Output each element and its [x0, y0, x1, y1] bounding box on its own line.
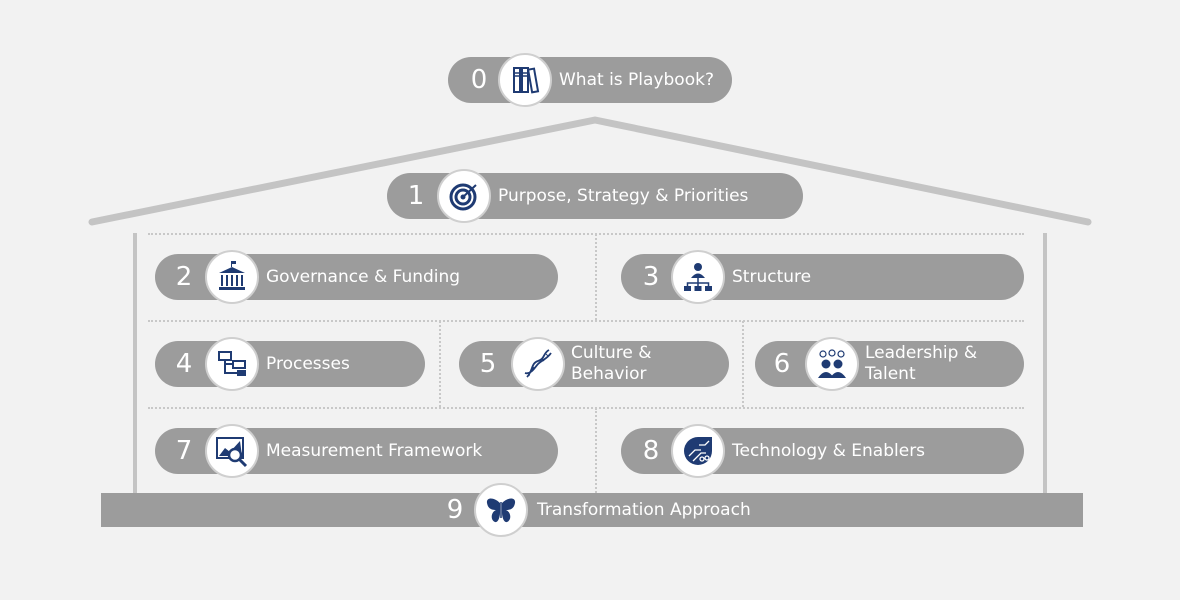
binders-icon — [498, 53, 552, 107]
people-icon — [805, 337, 859, 391]
item-number: 5 — [479, 349, 497, 379]
item-label: Transformation Approach — [537, 499, 751, 520]
item-number: 6 — [773, 349, 791, 379]
item-governance-funding[interactable]: 2 Governance & Funding — [155, 250, 558, 304]
divider — [439, 321, 441, 407]
item-purpose-strategy[interactable]: 1 Purpose, Strategy & Priorities — [387, 169, 803, 223]
left-wall — [133, 233, 137, 493]
item-number: 1 — [407, 181, 425, 211]
chart-magnifier-icon — [205, 424, 259, 478]
item-label: Leadership & Talent — [865, 343, 978, 384]
target-icon — [437, 169, 491, 223]
item-number: 9 — [446, 495, 464, 525]
item-structure[interactable]: 3 Structure — [621, 250, 1024, 304]
item-label: Measurement Framework — [266, 440, 483, 461]
right-wall — [1043, 233, 1047, 493]
item-processes[interactable]: 4 Processes — [155, 337, 425, 391]
item-leadership-talent[interactable]: 6 Leadership & Talent — [755, 337, 1024, 391]
divider — [148, 320, 1024, 322]
item-what-is-playbook[interactable]: 0 What is Playbook? — [448, 53, 732, 107]
process-flow-icon — [205, 337, 259, 391]
divider — [148, 407, 1024, 409]
item-label: Purpose, Strategy & Priorities — [498, 185, 749, 206]
item-label: Culture & Behavior — [571, 343, 652, 384]
item-label: Governance & Funding — [266, 266, 461, 287]
butterfly-icon — [474, 483, 528, 537]
divider — [595, 234, 597, 320]
item-label: Structure — [732, 266, 812, 287]
divider — [148, 233, 1024, 235]
circuit-icon — [671, 424, 725, 478]
divider — [595, 408, 597, 493]
item-number: 4 — [175, 349, 193, 379]
item-technology-enablers[interactable]: 8 Technology & Enablers — [621, 424, 1024, 478]
divider — [742, 321, 744, 407]
item-number: 3 — [642, 262, 660, 292]
item-number: 7 — [175, 436, 193, 466]
dna-icon — [511, 337, 565, 391]
government-building-icon — [205, 250, 259, 304]
org-chart-icon — [671, 250, 725, 304]
item-number: 0 — [470, 65, 488, 95]
item-measurement-framework[interactable]: 7 Measurement Framework — [155, 424, 558, 478]
item-number: 2 — [175, 262, 193, 292]
item-label: What is Playbook? — [559, 69, 714, 90]
item-culture-behavior[interactable]: 5 Culture & Behavior — [459, 337, 729, 391]
item-number: 8 — [642, 436, 660, 466]
roof — [88, 116, 1092, 226]
item-label: Processes — [266, 353, 350, 374]
item-transformation-approach[interactable]: 9 Transformation Approach — [101, 483, 1083, 537]
item-label: Technology & Enablers — [732, 440, 926, 461]
